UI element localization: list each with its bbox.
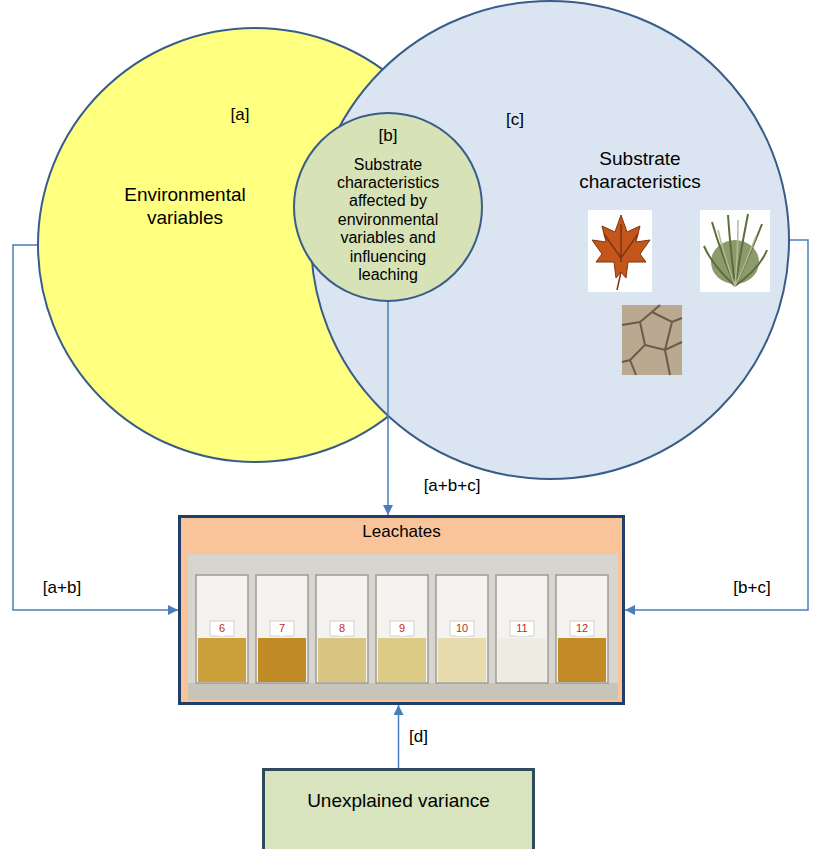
venn-circle: [a] Environmental variables [b] Substrate c…: [37, 27, 473, 463]
box-title: Unexplained variance: [289, 790, 509, 813]
beaker-number: 9: [399, 622, 405, 635]
set-label: Substrate characteristics: [555, 148, 725, 194]
overlap-circle-shape: [294, 113, 482, 301]
region-letter: [c]: [485, 110, 545, 130]
beaker-number: 6: [219, 622, 225, 635]
overlap-label: Substrate characteristics affected by en…: [319, 156, 457, 285]
overlap-circle: [b] Substrate characteristics affected by…: [293, 112, 483, 302]
beaker-number: 12: [576, 622, 588, 635]
edge-label: [d]: [407, 727, 430, 747]
edge-label: [a+b]: [41, 578, 83, 598]
box-title: Leachates: [302, 522, 502, 542]
venn-circle-shape: [311, 1, 789, 479]
process-box-shape: [264, 770, 534, 849]
process-box-shape: [180, 517, 624, 704]
process-box-outline: [178, 515, 625, 705]
beaker-number: 11: [516, 622, 527, 635]
edge-label: [a+b+c]: [422, 476, 483, 496]
process-box: Leachates: [178, 515, 625, 705]
region-letter: [a]: [210, 105, 270, 125]
process-box: Unexplained variance: [262, 768, 535, 849]
beaker-number: 7: [279, 622, 285, 635]
beaker-number: 10: [456, 622, 468, 635]
connector-arrow: [398, 705, 400, 768]
edge-label: [b+c]: [731, 578, 772, 598]
beaker-number: 8: [339, 622, 345, 635]
region-letter: [b]: [363, 126, 413, 146]
set-label: Environmental variables: [105, 184, 265, 230]
